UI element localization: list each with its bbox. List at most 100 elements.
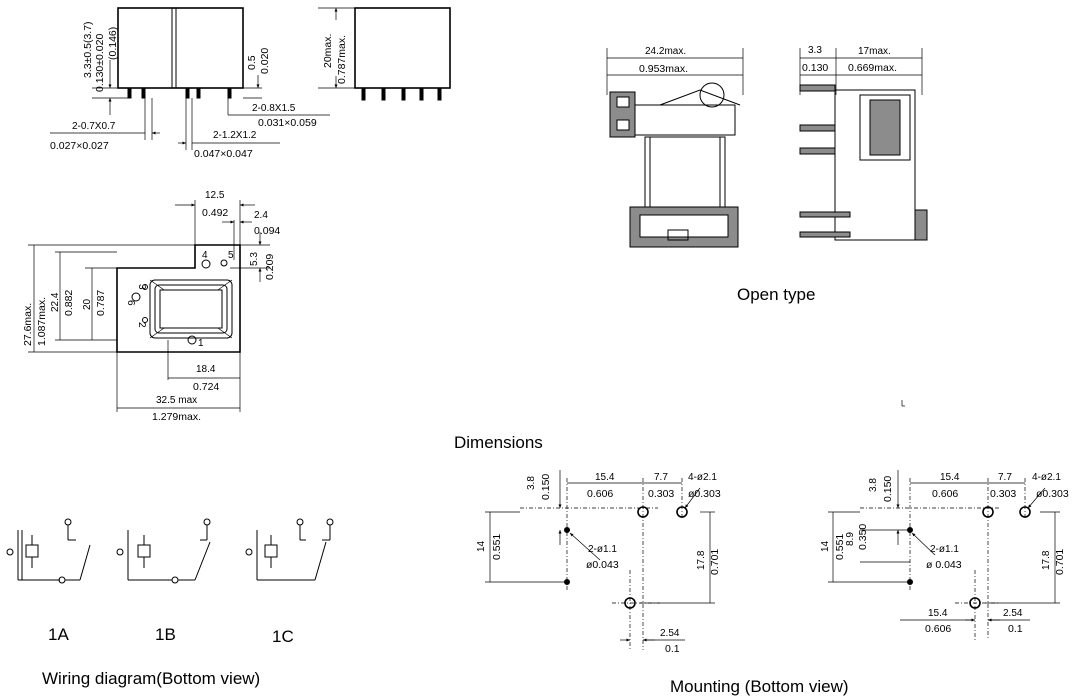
svg-text:0.047×0.047: 0.047×0.047 [194, 148, 253, 160]
svg-text:4: 4 [202, 250, 208, 261]
svg-text:22.4: 22.4 [50, 292, 61, 312]
svg-text:18.4: 18.4 [196, 364, 216, 375]
svg-text:0.150: 0.150 [882, 476, 894, 502]
svg-text:0.094: 0.094 [254, 225, 280, 237]
mounting-right [828, 470, 1060, 640]
svg-text:ø0.303: ø0.303 [688, 488, 721, 500]
svg-text:20: 20 [82, 298, 93, 310]
svg-text:0.130: 0.130 [802, 62, 828, 74]
svg-text:0.303: 0.303 [990, 488, 1016, 500]
svg-text:1B: 1B [155, 625, 176, 644]
svg-text:0.027×0.027: 0.027×0.027 [50, 140, 109, 152]
svg-text:5.3: 5.3 [249, 252, 260, 266]
svg-text:2.54: 2.54 [1003, 608, 1023, 619]
svg-text:1.087max.: 1.087max. [36, 297, 48, 346]
svg-text:0.787: 0.787 [95, 290, 107, 316]
svg-text:1A: 1A [48, 625, 69, 644]
svg-text:0.150: 0.150 [540, 474, 552, 500]
svg-text:2.4: 2.4 [254, 210, 268, 221]
svg-text:ø0.043: ø0.043 [586, 559, 619, 571]
svg-text:3.3±0.5(3.7): 3.3±0.5(3.7) [82, 21, 94, 78]
svg-text:0.1: 0.1 [665, 643, 680, 655]
wiring-caption: Wiring diagram(Bottom view) [42, 669, 260, 688]
svg-text:0.130±0.020: 0.130±0.020 [94, 34, 106, 92]
svg-text:3.8: 3.8 [526, 476, 537, 490]
side-view-dim-text: 3.3±0.5(3.7) 0.130±0.020 (0.146) 0.5 0.0… [50, 21, 317, 160]
svg-text:0.724: 0.724 [193, 381, 219, 393]
side-view-front [50, 7, 330, 150]
open-type-front [606, 48, 744, 248]
svg-text:17.8: 17.8 [1041, 550, 1052, 570]
svg-text:0.551: 0.551 [491, 534, 503, 560]
svg-text:17.8: 17.8 [696, 550, 707, 570]
open-type-side [799, 48, 928, 241]
wiring-1c [245, 518, 334, 581]
svg-text:2-ø1.1: 2-ø1.1 [930, 544, 959, 555]
bottom-view-dims [28, 200, 270, 412]
svg-text:15.4: 15.4 [940, 472, 960, 483]
svg-text:8.9: 8.9 [845, 532, 856, 546]
svg-text:7.7: 7.7 [654, 472, 668, 483]
svg-text:3.3: 3.3 [808, 45, 822, 56]
svg-text:15.4: 15.4 [928, 608, 948, 619]
svg-text:0.606: 0.606 [925, 623, 951, 635]
svg-text:0.701: 0.701 [709, 549, 721, 575]
svg-text:0.5: 0.5 [246, 55, 258, 70]
svg-text:7.7: 7.7 [998, 472, 1012, 483]
svg-text:32.5 max: 32.5 max [156, 395, 197, 406]
wiring-1a [6, 518, 91, 584]
svg-text:0.031×0.059: 0.031×0.059 [258, 117, 317, 129]
svg-text:0.492: 0.492 [202, 207, 228, 219]
mounting-caption: Mounting (Bottom view) [670, 677, 849, 696]
svg-text:3: 3 [136, 284, 147, 290]
svg-text:0.606: 0.606 [587, 488, 613, 500]
bottom-view-dim-text: 12.5 0.492 2.4 0.094 5.3 0.209 27.6max. … [22, 190, 280, 423]
dimensions-caption: Dimensions [454, 433, 543, 452]
svg-text:0.882: 0.882 [63, 290, 75, 316]
svg-text:1.279max.: 1.279max. [152, 411, 201, 423]
svg-text:14: 14 [820, 540, 831, 552]
mounting-right-text: 15.4 0.606 7.7 0.303 4-ø2.1 ø0.303 3.8 0… [820, 472, 1069, 635]
bottom-view-outline [116, 244, 241, 353]
svg-text:6: 6 [125, 300, 136, 306]
svg-text:12.5: 12.5 [205, 190, 225, 201]
svg-text:0.1: 0.1 [1008, 623, 1023, 635]
svg-text:0.209: 0.209 [264, 254, 276, 280]
mounting-left-text: 15.4 0.606 7.7 0.303 4-ø2.1 ø0.303 3.8 0… [476, 472, 721, 655]
wiring-1b [116, 518, 211, 584]
svg-text:0.953max.: 0.953max. [639, 63, 688, 75]
svg-text:4-ø2.1: 4-ø2.1 [688, 472, 717, 483]
svg-text:2-0.7X0.7: 2-0.7X0.7 [72, 121, 116, 132]
svg-text:27.6max.: 27.6max. [22, 303, 34, 346]
svg-text:1: 1 [198, 338, 204, 349]
svg-text:0.606: 0.606 [932, 488, 958, 500]
svg-text:0.350: 0.350 [857, 524, 869, 550]
svg-text:17max.: 17max. [858, 46, 891, 57]
svg-text:0.551: 0.551 [834, 534, 846, 560]
svg-text:5: 5 [228, 250, 234, 261]
svg-text:0.020: 0.020 [259, 48, 271, 74]
svg-text:ø0.303: ø0.303 [1036, 488, 1069, 500]
svg-text:2-0.8X1.5: 2-0.8X1.5 [252, 103, 296, 114]
svg-text:1C: 1C [272, 627, 294, 646]
svg-text:20max.: 20max. [322, 34, 334, 68]
svg-text:0.701: 0.701 [1054, 549, 1066, 575]
wiring-labels: 1A 1B 1C [48, 625, 294, 646]
svg-text:0.303: 0.303 [648, 488, 674, 500]
svg-text:0.787max.: 0.787max. [336, 35, 348, 84]
svg-text:ø 0.043: ø 0.043 [926, 559, 962, 571]
svg-text:15.4: 15.4 [595, 472, 615, 483]
svg-text:(0.146): (0.146) [107, 27, 119, 60]
svg-text:2.54: 2.54 [660, 628, 680, 639]
svg-text:2-1.2X1.2: 2-1.2X1.2 [213, 130, 257, 141]
svg-text:2: 2 [136, 322, 147, 328]
svg-text:3.8: 3.8 [868, 478, 879, 492]
svg-text:14: 14 [476, 540, 487, 552]
open-type-dim-text: 24.2max. 0.953max. 3.3 0.130 17max. 0.66… [639, 45, 897, 75]
svg-text:4-ø2.1: 4-ø2.1 [1032, 472, 1061, 483]
svg-text:0.669max.: 0.669max. [848, 62, 897, 74]
side-view-end: 20max. 0.787max. [318, 7, 451, 101]
mounting-left [485, 470, 715, 650]
svg-text:2-ø1.1: 2-ø1.1 [588, 544, 617, 555]
